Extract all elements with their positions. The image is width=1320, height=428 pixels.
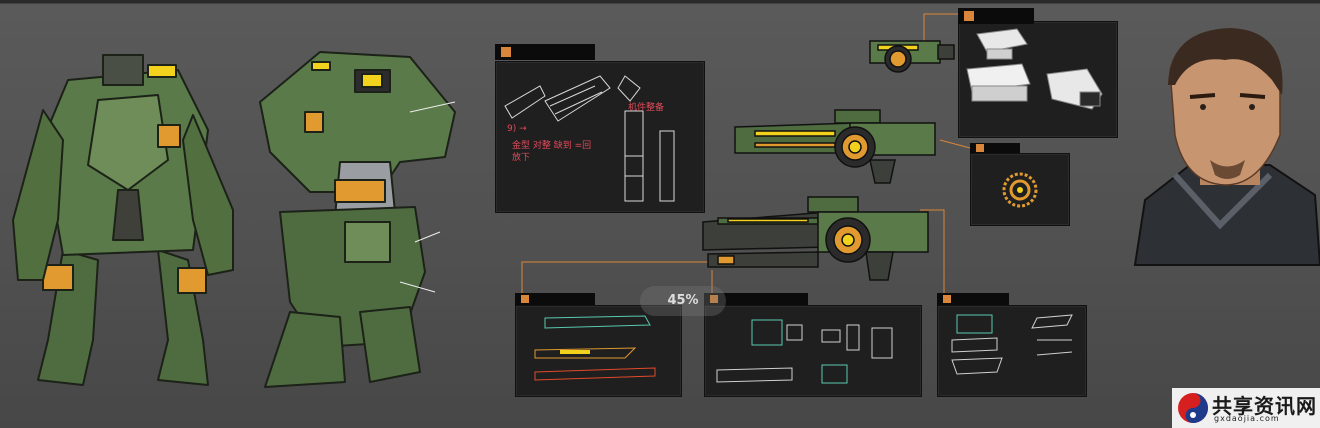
- schematic-drawing-2: [716, 319, 893, 384]
- sketch-note-1: 金型 对整 缺到 =回: [512, 141, 592, 151]
- watermark-title: 共享资讯网: [1212, 394, 1317, 418]
- panel-tab: [704, 293, 808, 305]
- sketch-note-2: 放下: [512, 153, 531, 163]
- mech-side-illustration: [259, 51, 456, 388]
- schematic-panel-1: [515, 305, 682, 397]
- rifle-main-illustration: [734, 109, 936, 184]
- watermark-subtitle: gxdaojia.com: [1214, 414, 1280, 423]
- tab-color-square: [976, 144, 984, 152]
- zoom-level-indicator: 45%: [640, 286, 726, 316]
- watermark-logo-icon: [1178, 393, 1208, 423]
- panel-tab: [937, 293, 1009, 305]
- tab-color-square: [943, 295, 951, 303]
- weapon-sketch-drawing: [504, 75, 675, 202]
- rifle-small-illustration: [869, 40, 955, 73]
- schematic-drawing-1: [534, 315, 656, 381]
- tab-color-square: [710, 295, 718, 303]
- tab-color-square: [521, 295, 529, 303]
- panel-tab: [515, 293, 595, 305]
- rifle-long-illustration: [702, 196, 929, 281]
- part-render-drawing: [966, 28, 1103, 110]
- site-watermark: 共享资讯网 gxdaojia.com: [1172, 388, 1320, 428]
- tab-color-square: [964, 11, 974, 21]
- weapon-sketch-panel: [495, 61, 705, 213]
- schematic-panel-3: [937, 305, 1087, 397]
- mech-front-illustration: [12, 54, 234, 386]
- schematic-drawing-3: [951, 314, 1073, 375]
- sketch-arrow-note: 9) →: [507, 124, 527, 134]
- sketch-note-3: 机件整备: [628, 103, 665, 113]
- panel-tab: [970, 143, 1020, 153]
- emblem-drawing: [1002, 172, 1038, 208]
- tab-color-square: [501, 47, 511, 57]
- panel-tab: [495, 44, 595, 60]
- pilot-portrait: [1133, 28, 1320, 266]
- panel-tab: [958, 8, 1034, 24]
